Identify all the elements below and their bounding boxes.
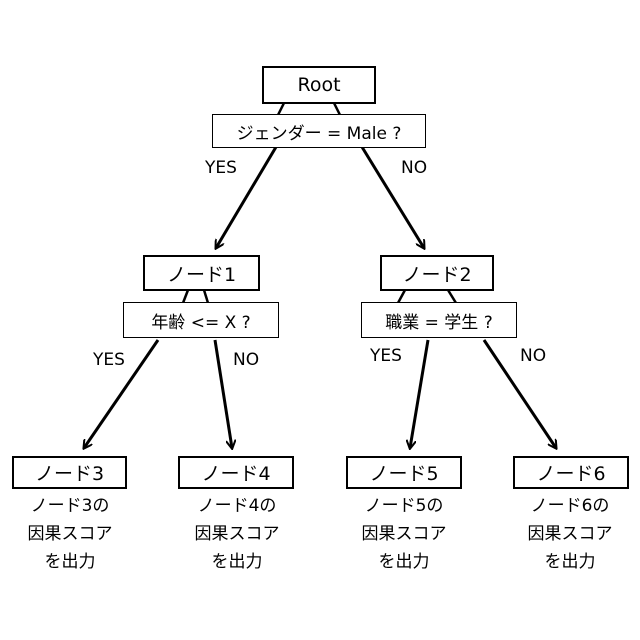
- node2-question: 職業 = 学生 ?: [361, 302, 517, 338]
- node2-yes-edge: [410, 340, 428, 448]
- node1-question: 年齢 <= X ?: [123, 302, 279, 338]
- node2-question-text: 職業 = 学生 ?: [385, 308, 492, 333]
- leaf-node-6-output: ノード6の 因果スコア を出力: [505, 492, 635, 576]
- output-line: 因果スコア: [5, 520, 135, 548]
- root-question-text: ジェンダー = Male ?: [237, 119, 402, 144]
- node2-no-label: NO: [520, 346, 546, 366]
- node1: ノード1: [143, 255, 260, 291]
- leaf-node-4-output: ノード4の 因果スコア を出力: [172, 492, 302, 576]
- leaf-node-3: ノード3: [12, 456, 127, 489]
- output-line: 因果スコア: [172, 520, 302, 548]
- leaf-node-6-label: ノード6: [536, 459, 605, 486]
- leaf-node-5-output: ノード5の 因果スコア を出力: [339, 492, 469, 576]
- node1-question-text: 年齢 <= X ?: [151, 308, 250, 333]
- root-node: Root: [262, 66, 376, 104]
- leaf-node-3-label: ノード3: [35, 459, 104, 486]
- output-line: 因果スコア: [339, 520, 469, 548]
- output-line: 因果スコア: [505, 520, 635, 548]
- output-line: を出力: [505, 548, 635, 576]
- leaf-node-4-label: ノード4: [201, 459, 270, 486]
- node1-no-label: NO: [233, 350, 259, 370]
- output-line: を出力: [339, 548, 469, 576]
- node2-yes-label: YES: [370, 346, 402, 366]
- leaf-node-3-output: ノード3の 因果スコア を出力: [5, 492, 135, 576]
- leaf-node-6: ノード6: [513, 456, 629, 489]
- node2: ノード2: [380, 255, 494, 291]
- root-no-label: NO: [401, 158, 427, 178]
- leaf-node-5: ノード5: [346, 456, 462, 489]
- leaf-node-5-label: ノード5: [369, 459, 438, 486]
- node1-label: ノード1: [167, 260, 236, 287]
- node1-yes-label: YES: [93, 350, 125, 370]
- root-node-label: Root: [297, 74, 340, 96]
- output-line: ノード3の: [5, 492, 135, 520]
- output-line: ノード6の: [505, 492, 635, 520]
- node1-no-edge: [215, 340, 232, 448]
- root-question: ジェンダー = Male ?: [212, 114, 426, 148]
- output-line: ノード5の: [339, 492, 469, 520]
- output-line: ノード4の: [172, 492, 302, 520]
- output-line: を出力: [5, 548, 135, 576]
- output-line: を出力: [172, 548, 302, 576]
- leaf-node-4: ノード4: [178, 456, 294, 489]
- node2-label: ノード2: [402, 260, 471, 287]
- root-yes-label: YES: [205, 158, 237, 178]
